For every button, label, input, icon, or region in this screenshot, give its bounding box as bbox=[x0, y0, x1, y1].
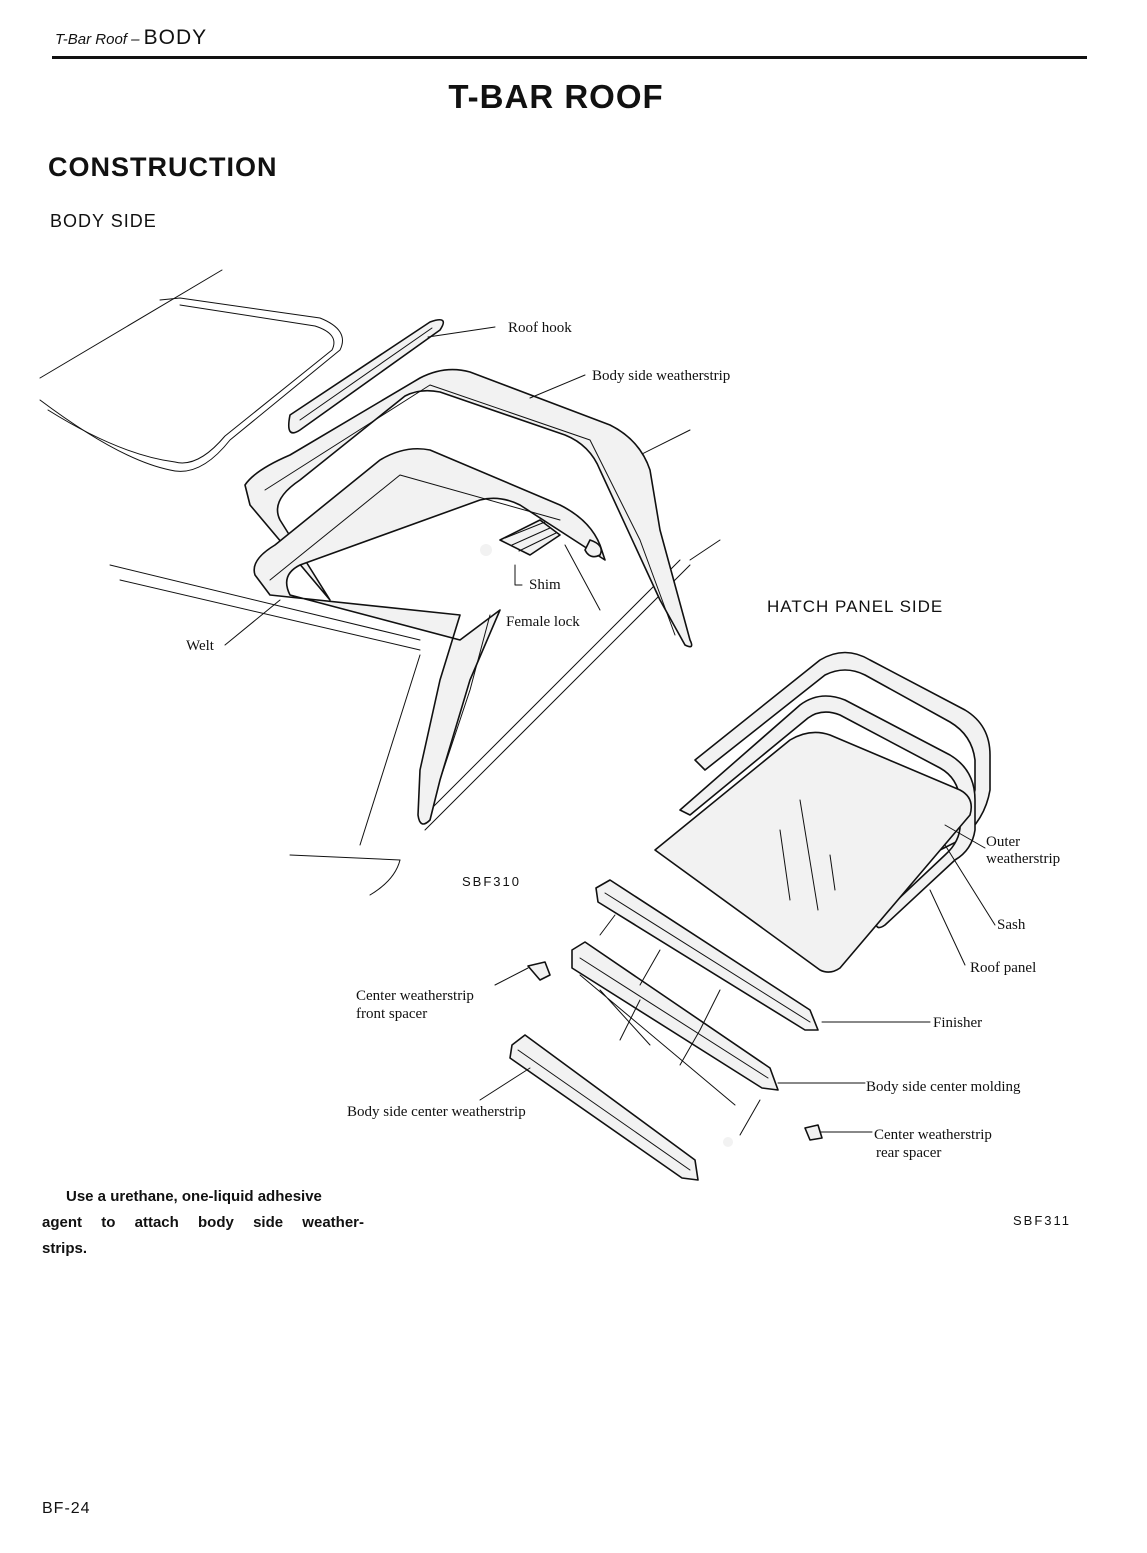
heading-hatch-panel-side: HATCH PANEL SIDE bbox=[767, 597, 944, 616]
label-roof-hook: Roof hook bbox=[508, 320, 572, 336]
adhesive-note: Use a urethane, one-liquid adhesive agen… bbox=[42, 1184, 364, 1262]
body-side-figure bbox=[39, 269, 721, 896]
label-front-spacer: front spacer bbox=[356, 1006, 428, 1022]
header-chapter: BODY bbox=[143, 26, 208, 49]
label-center-weatherstrip-front: Center weatherstrip bbox=[356, 988, 474, 1004]
label-outer-weatherstrip: weatherstrip bbox=[986, 851, 1061, 867]
label-sash: Sash bbox=[997, 917, 1026, 933]
running-header: T-Bar Roof – BODY bbox=[55, 26, 207, 50]
label-female-lock: Female lock bbox=[506, 614, 580, 630]
label-shim: Shim bbox=[529, 577, 561, 593]
hatch-panel-figure bbox=[479, 651, 996, 1181]
label-finisher: Finisher bbox=[933, 1015, 983, 1031]
label-center-weatherstrip-rear: Center weatherstrip bbox=[874, 1127, 992, 1143]
figure-code-sbf310: SBF310 bbox=[462, 874, 521, 889]
label-roof-panel: Roof panel bbox=[970, 960, 1037, 976]
note-line-2: agent to attach body side weather- bbox=[42, 1214, 364, 1231]
label-rear-spacer: rear spacer bbox=[876, 1145, 942, 1161]
page-title: T-BAR ROOF bbox=[448, 78, 664, 115]
label-welt: Welt bbox=[186, 638, 214, 654]
header-rule bbox=[52, 56, 1087, 59]
label-body-side-center-weatherstrip: Body side center weatherstrip bbox=[347, 1104, 526, 1120]
figure-code-sbf311: SBF311 bbox=[1013, 1213, 1072, 1228]
page-number: BF-24 bbox=[42, 1500, 91, 1517]
label-body-side-center-molding: Body side center molding bbox=[866, 1079, 1021, 1095]
label-outer: Outer bbox=[986, 834, 1021, 850]
header-section: T-Bar Roof bbox=[55, 31, 127, 48]
note-line-1: Use a urethane, one-liquid adhesive bbox=[66, 1188, 322, 1205]
heading-body-side: BODY SIDE bbox=[50, 211, 157, 231]
heading-construction: CONSTRUCTION bbox=[48, 152, 278, 182]
note-line-3: strips. bbox=[42, 1240, 88, 1257]
header-separator: – bbox=[126, 31, 144, 48]
label-body-side-weatherstrip: Body side weatherstrip bbox=[592, 368, 731, 384]
